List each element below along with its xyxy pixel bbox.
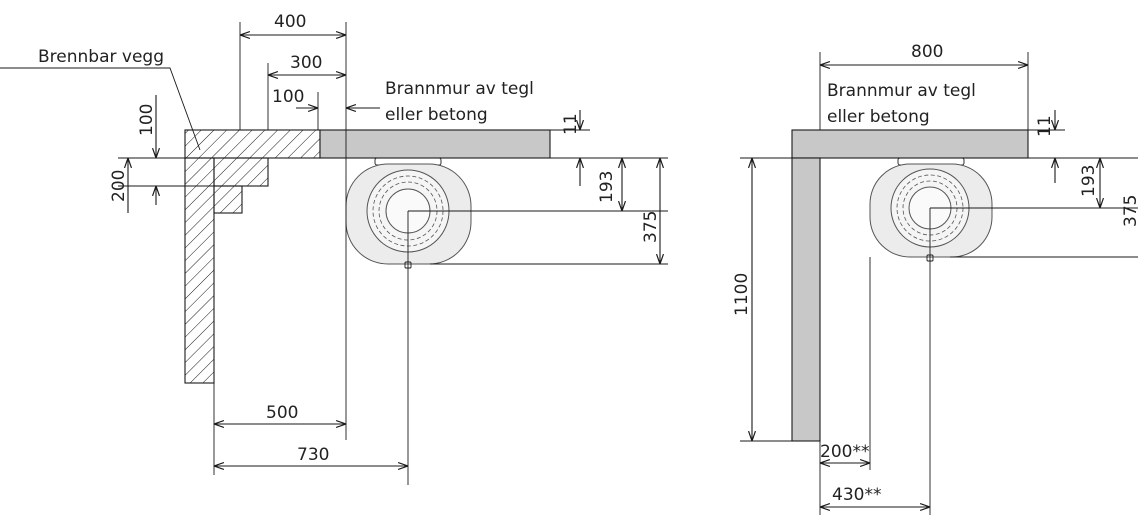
dim-11-right: 11 <box>1035 115 1055 137</box>
label-firewall-line1: Brannmur av tegl <box>385 79 534 99</box>
combustible-wall <box>184 129 321 384</box>
dim-193: 193 <box>597 171 617 203</box>
firewall-left <box>319 129 551 159</box>
firewall-right <box>791 129 1029 442</box>
dim-400: 400 <box>274 12 306 32</box>
dim-300: 300 <box>290 53 322 73</box>
dim-200: 200 <box>109 170 129 202</box>
stove-right <box>869 157 993 262</box>
label-firewall-line1-right: Brannmur av tegl <box>827 81 976 101</box>
dim-800: 800 <box>911 42 943 62</box>
stove-left <box>345 157 472 269</box>
right-diagram: Brannmur av tegl eller betong 800 11 193… <box>732 42 1138 515</box>
dim-1100: 1100 <box>732 273 752 316</box>
dim-100-horizontal: 100 <box>272 87 304 107</box>
label-combustible-wall: Brennbar vegg <box>38 47 164 67</box>
dim-430-stars: 430** <box>832 485 881 505</box>
dim-100-vertical: 100 <box>137 104 157 136</box>
dim-375-right: 375 <box>1121 195 1138 227</box>
dim-375: 375 <box>641 211 661 243</box>
dim-193-right: 193 <box>1079 165 1099 197</box>
dim-730: 730 <box>297 445 329 465</box>
left-diagram: Brennbar vegg Brannmur av tegl eller bet… <box>0 12 668 485</box>
label-firewall-line2: eller betong <box>385 105 488 125</box>
label-firewall-line2-right: eller betong <box>827 107 930 127</box>
dim-200-stars: 200** <box>820 442 869 462</box>
dim-11: 11 <box>561 113 581 135</box>
dim-500: 500 <box>266 403 298 423</box>
